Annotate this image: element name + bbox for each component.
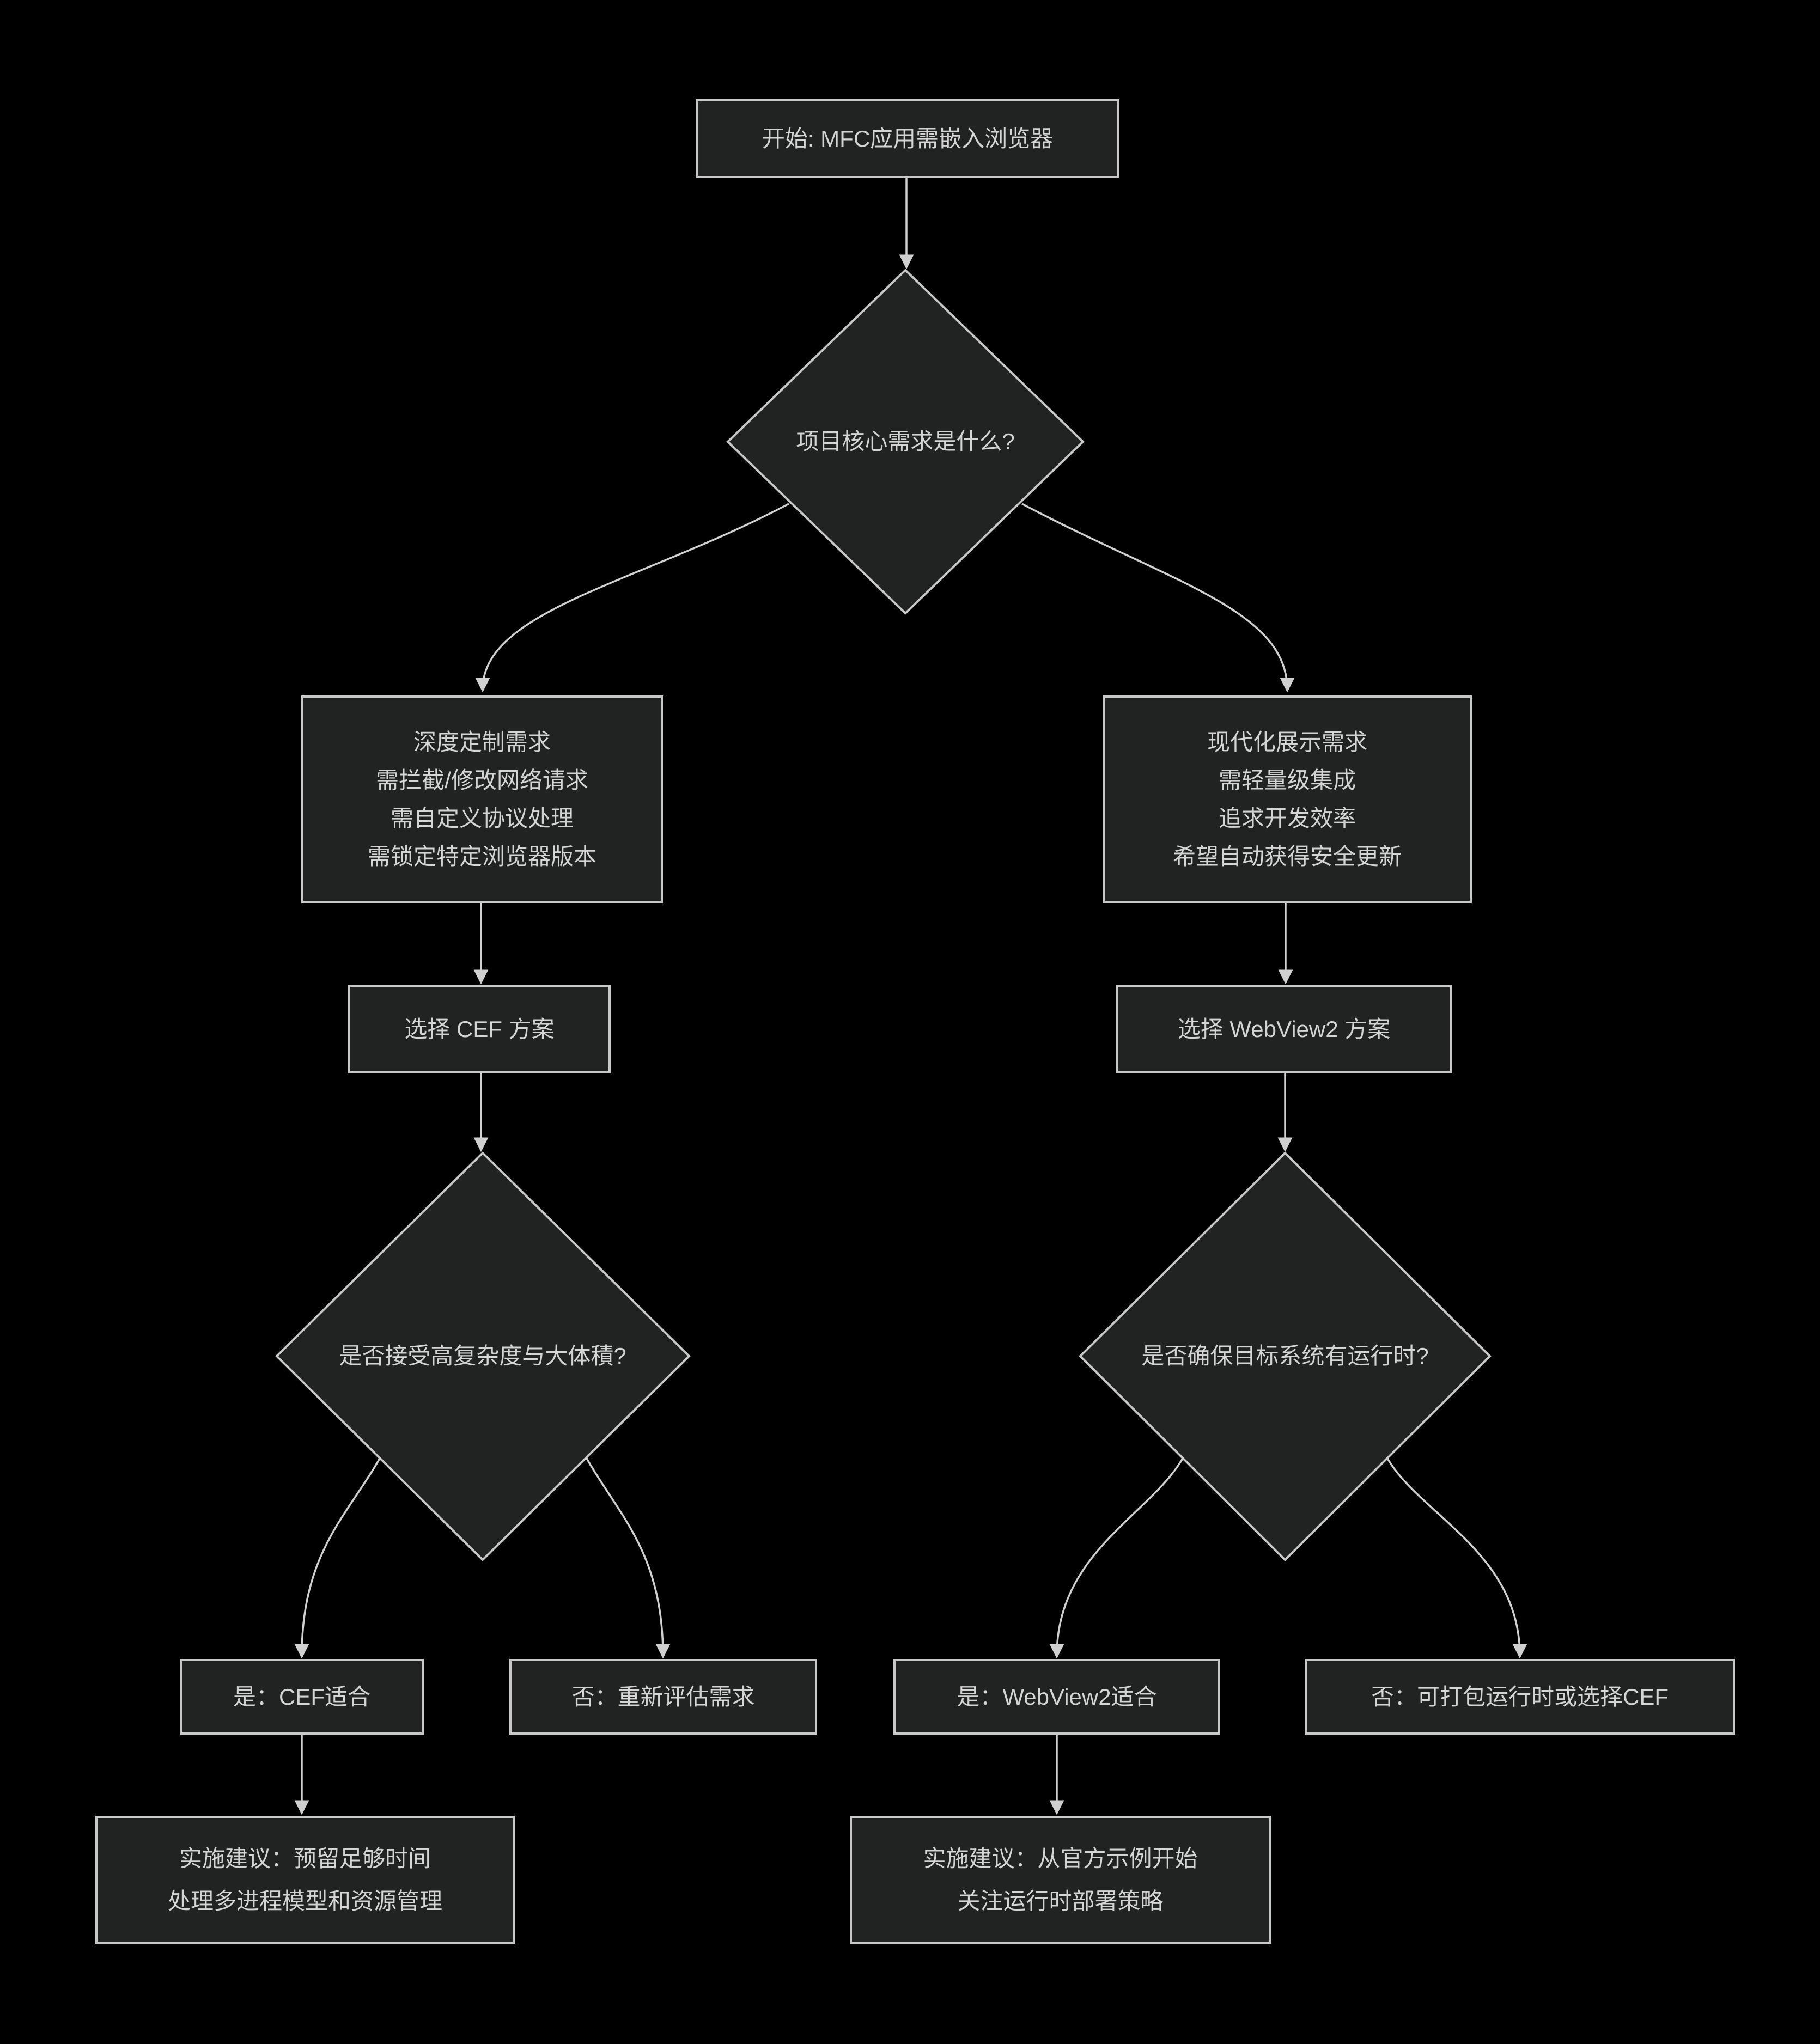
decision-runtime-guarantee-shape xyxy=(1079,1151,1492,1561)
edge-runtime-no xyxy=(1386,1457,1527,1659)
node-choose-cef: 选择 CEF 方案 xyxy=(348,985,611,1073)
node-line: 实施建议：预留足够时间 xyxy=(179,1845,431,1871)
edge-complexity-yes xyxy=(294,1457,381,1659)
node-line: 实施建议：从官方示例开始 xyxy=(923,1845,1198,1871)
decision-core-requirement-shape xyxy=(726,269,1085,615)
result-cef-yes-label: 是：CEF适合 xyxy=(233,1683,370,1710)
decision-accept-complexity-shape xyxy=(275,1151,691,1561)
start-node-label: 开始: MFC应用需嵌入浏览器 xyxy=(762,125,1054,151)
node-choose-cef-label: 选择 CEF 方案 xyxy=(404,1016,555,1042)
node-line: 现代化展示需求 xyxy=(1207,729,1367,755)
decision-runtime-guarantee-label: 是否确保目标系统有运行时? xyxy=(1141,1343,1429,1369)
advice-webview2: 实施建议：从官方示例开始 关注运行时部署策略 xyxy=(850,1816,1271,1944)
result-cef-no-label: 否：重新评估需求 xyxy=(571,1683,755,1710)
node-choose-webview2: 选择 WebView2 方案 xyxy=(1116,985,1452,1073)
result-webview2-yes-label: 是：WebView2适合 xyxy=(957,1683,1157,1710)
branch-deep-customization: 深度定制需求 需拦截/修改网络请求 需自定义协议处理 需锁定特定浏览器版本 xyxy=(301,695,663,903)
edge-complexity-no xyxy=(585,1457,671,1659)
node-line: 关注运行时部署策略 xyxy=(957,1888,1164,1914)
edge-decision-to-modern-branch xyxy=(1021,503,1295,693)
result-webview2-no: 否：可打包运行时或选择CEF xyxy=(1305,1659,1735,1735)
result-cef-no: 否：重新评估需求 xyxy=(509,1659,817,1735)
node-line: 希望自动获得安全更新 xyxy=(1172,843,1402,869)
node-line: 深度定制需求 xyxy=(413,729,551,755)
result-webview2-no-label: 否：可打包运行时或选择CEF xyxy=(1371,1683,1669,1710)
decision-core-requirement-label: 项目核心需求是什么? xyxy=(796,429,1015,454)
node-line: 处理多进程模型和资源管理 xyxy=(167,1888,442,1914)
node-line: 需锁定特定浏览器版本 xyxy=(367,843,596,869)
node-line: 需自定义协议处理 xyxy=(390,805,574,831)
start-node: 开始: MFC应用需嵌入浏览器 xyxy=(696,99,1119,178)
node-line: 追求开发效率 xyxy=(1218,805,1356,831)
result-cef-yes: 是：CEF适合 xyxy=(180,1659,424,1735)
node-line: 需拦截/修改网络请求 xyxy=(376,767,588,793)
decision-accept-complexity-label: 是否接受高复杂度与大体積? xyxy=(339,1343,626,1369)
node-line: 需轻量级集成 xyxy=(1218,767,1356,793)
advice-cef: 实施建议：预留足够时间 处理多进程模型和资源管理 xyxy=(95,1816,515,1944)
node-choose-webview2-label: 选择 WebView2 方案 xyxy=(1177,1016,1391,1042)
edge-runtime-yes xyxy=(1049,1457,1184,1659)
result-webview2-yes: 是：WebView2适合 xyxy=(893,1659,1220,1735)
branch-modern-display: 现代化展示需求 需轻量级集成 追求开发效率 希望自动获得安全更新 xyxy=(1103,695,1472,903)
edge-decision-to-deep-branch xyxy=(475,503,789,693)
